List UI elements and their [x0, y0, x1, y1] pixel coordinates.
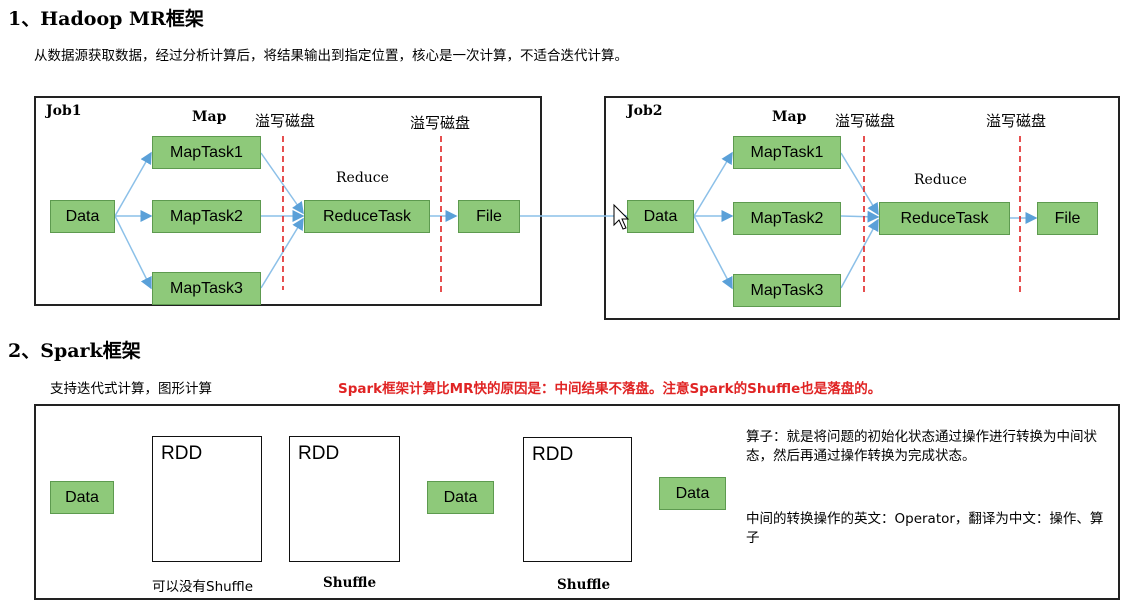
- job2-label: Job2: [627, 103, 663, 119]
- rdd-label: RDD: [532, 444, 574, 465]
- job2-maptask1-box: MapTask1: [733, 136, 841, 169]
- job1-arrow-map3-reduce: [260, 217, 304, 289]
- job2-reduce-label: Reduce: [914, 172, 967, 188]
- section2-description: 支持迭代式计算，图形计算: [50, 381, 212, 397]
- job2-arrow-map1-reduce: [840, 152, 879, 216]
- job1-maptask2-box: MapTask2: [152, 200, 261, 233]
- job1-arrow-data-map3: [114, 215, 152, 290]
- operator-definition: 算子：就是将问题的初始化状态通过操作进行转换为中间状态，然后再通过操作转换为完成…: [746, 429, 1097, 464]
- job2-spill-label-2: 溢写磁盘: [986, 112, 1047, 130]
- rdd-label: RDD: [161, 443, 203, 464]
- section2-note: Spark框架计算比MR快的原因是：中间结果不落盘。注意Spark的Shuffl…: [338, 381, 882, 397]
- job1-arrow-data-map1: [114, 151, 152, 217]
- job1-map-label: Map: [192, 109, 227, 125]
- job2-arrow-map2-reduce: [840, 210, 880, 223]
- job2-maptask3-box: MapTask3: [733, 274, 841, 307]
- job1-data-box: Data: [50, 200, 115, 233]
- job1-frame: [34, 96, 542, 306]
- section1-title: 1、Hadoop MR框架: [8, 8, 204, 30]
- spark-rdd-box-1: RDD: [152, 436, 262, 562]
- job2-frame: [604, 96, 1120, 320]
- spark-caption-shuffle-1: Shuffle: [323, 575, 377, 591]
- operator-translation: 中间的转换操作的英文：Operator，翻译为中文：操作、算子: [746, 511, 1104, 546]
- job1-spill-label-1: 溢写磁盘: [255, 112, 316, 130]
- job2-data-box: Data: [627, 200, 694, 233]
- job1-label: Job1: [46, 103, 82, 119]
- job2-arrow-map3-reduce: [840, 218, 879, 289]
- job1-file-box: File: [458, 200, 520, 233]
- spark-data-box-1: Data: [50, 481, 114, 514]
- job2-file-box: File: [1037, 202, 1098, 235]
- section1-description: 从数据源获取数据，经过分析计算后，将结果输出到指定位置，核心是一次计算，不适合迭…: [34, 48, 628, 64]
- job2-map-label: Map: [772, 109, 807, 125]
- rdd-label: RDD: [298, 443, 340, 464]
- spark-rdd-box-2: RDD: [289, 436, 400, 562]
- job1-reduce-label: Reduce: [336, 170, 389, 186]
- spark-data-box-2: Data: [427, 481, 494, 514]
- job1-maptask3-box: MapTask3: [152, 272, 261, 305]
- job2-arrow-data-map3: [693, 215, 733, 290]
- job1-maptask1-box: MapTask1: [152, 136, 261, 169]
- spark-caption-shuffle-2: Shuffle: [557, 577, 611, 593]
- spark-data-box-3: Data: [659, 477, 726, 510]
- spark-rdd-box-3: RDD: [523, 437, 632, 562]
- job2-reducetask-box: ReduceTask: [879, 202, 1010, 235]
- job1-reducetask-box: ReduceTask: [304, 200, 430, 233]
- job2-arrow-data-map1: [693, 151, 733, 217]
- job2-spill-label-1: 溢写磁盘: [835, 112, 896, 130]
- job1-spill-label-2: 溢写磁盘: [410, 114, 471, 132]
- section2-title: 2、Spark框架: [8, 340, 141, 362]
- spark-caption-no-shuffle: 可以没有Shuffle: [152, 579, 254, 595]
- job2-maptask2-box: MapTask2: [733, 202, 841, 235]
- job1-arrow-map1-reduce: [260, 152, 304, 215]
